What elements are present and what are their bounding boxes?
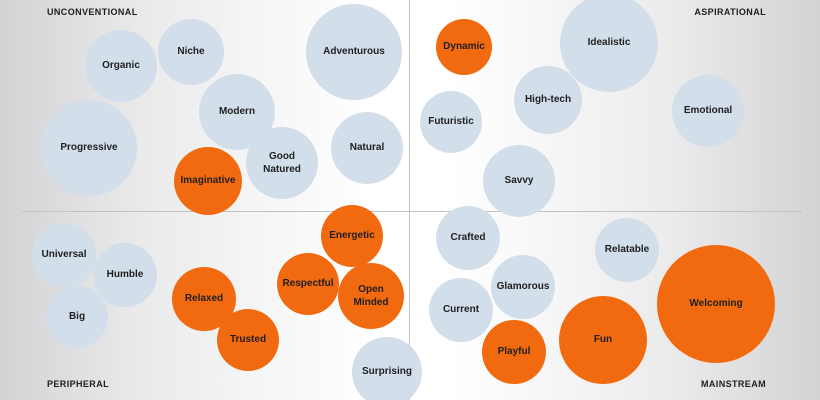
bubble-surprising: Surprising <box>352 337 422 400</box>
bubble-label: Imaginative <box>180 175 236 187</box>
bubble-label: Emotional <box>683 105 733 117</box>
bubble-label: Adventurous <box>323 46 385 58</box>
bubble-savvy: Savvy <box>483 145 555 217</box>
bubble-niche: Niche <box>158 19 224 85</box>
bubble-label: Modern <box>218 106 256 118</box>
bubble-label: Playful <box>497 346 531 358</box>
bubble-idealistic: Idealistic <box>560 0 658 92</box>
bubble-label: Niche <box>177 46 205 58</box>
bubble-label: Organic <box>102 60 140 72</box>
quadrant-label-mainstream: MAINSTREAM <box>701 379 766 389</box>
bubble-fun: Fun <box>559 296 647 384</box>
bubble-imaginative: Imaginative <box>174 147 242 215</box>
bubble-label: Current <box>442 304 480 316</box>
bubble-label: Good Natured <box>263 150 301 176</box>
horizontal-axis <box>22 211 802 212</box>
bubble-welcoming: Welcoming <box>657 245 775 363</box>
bubble-label: Energetic <box>329 230 375 242</box>
bubble-label: Humble <box>106 269 144 281</box>
bubble-label: Crafted <box>450 232 486 244</box>
bubble-label: Respectful <box>282 278 334 290</box>
bubble-label: Idealistic <box>587 37 631 49</box>
vertical-axis <box>409 0 410 400</box>
bubble-humble: Humble <box>93 243 157 307</box>
bubble-label: High-tech <box>524 94 572 106</box>
bubble-label: Open Minded <box>353 283 389 309</box>
bubble-energetic: Energetic <box>321 205 383 267</box>
bubble-playful: Playful <box>482 320 546 384</box>
bubble-respectful: Respectful <box>277 253 339 315</box>
bubble-label: Progressive <box>60 142 118 154</box>
bubble-label: Natural <box>349 142 385 154</box>
bubble-label: Universal <box>41 249 87 261</box>
bubble-label: Savvy <box>504 175 534 187</box>
bubble-natural: Natural <box>331 112 403 184</box>
bubble-progressive: Progressive <box>41 100 137 196</box>
bubble-high-tech: High-tech <box>514 66 582 134</box>
quadrant-label-aspirational: ASPIRATIONAL <box>694 7 766 17</box>
bubble-organic: Organic <box>85 30 157 102</box>
bubble-good-natured: Good Natured <box>246 127 318 199</box>
bubble-label: Relatable <box>604 244 650 256</box>
bubble-label: Trusted <box>229 334 267 346</box>
bubble-glamorous: Glamorous <box>491 255 555 319</box>
bubble-label: Relaxed <box>184 293 224 305</box>
bubble-label: Glamorous <box>496 281 550 293</box>
bubble-label: Welcoming <box>689 298 743 310</box>
bubble-big: Big <box>46 286 108 348</box>
bubble-open-minded: Open Minded <box>338 263 404 329</box>
bubble-universal: Universal <box>32 223 96 287</box>
bubble-crafted: Crafted <box>436 206 500 270</box>
quadrant-label-peripheral: PERIPHERAL <box>47 379 110 389</box>
bubble-dynamic: Dynamic <box>436 19 492 75</box>
bubble-emotional: Emotional <box>672 75 744 147</box>
quadrant-label-unconventional: UNCONVENTIONAL <box>47 7 138 17</box>
bubble-current: Current <box>429 278 493 342</box>
bubble-label: Big <box>68 311 86 323</box>
bubble-label: Fun <box>593 334 613 346</box>
bubble-label: Surprising <box>361 366 412 378</box>
bubble-trusted: Trusted <box>217 309 279 371</box>
bubble-relatable: Relatable <box>595 218 659 282</box>
bubble-label: Dynamic <box>443 41 485 53</box>
bubble-adventurous: Adventurous <box>306 4 402 100</box>
bubble-label: Futuristic <box>428 116 474 128</box>
bubble-futuristic: Futuristic <box>420 91 482 153</box>
